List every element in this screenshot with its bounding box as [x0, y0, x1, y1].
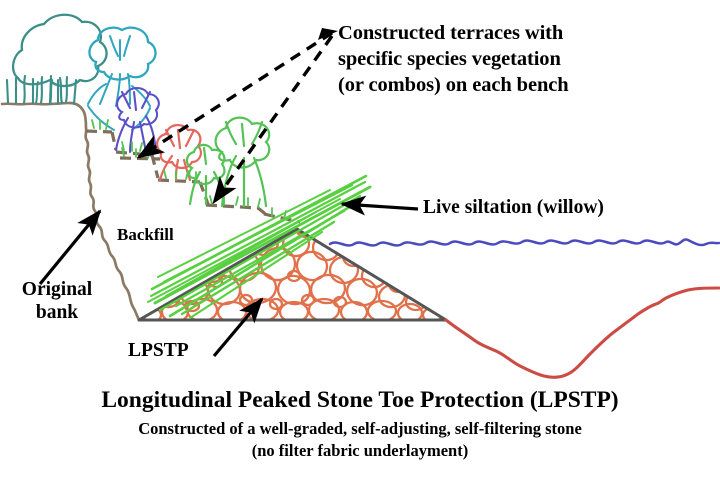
callout-constructed-terraces: Constructed terraces with specific speci…	[338, 22, 569, 97]
live-siltation-willow-stems	[147, 174, 372, 320]
caption-subtitle-line-1: Constructed of a well-graded, self-adjus…	[138, 419, 582, 439]
channel-bed-line	[444, 286, 720, 379]
vegetation-teal-trees	[11, 13, 157, 131]
leader-arrows	[38, 195, 419, 358]
original-bank-arrow	[38, 209, 102, 286]
label-backfill: Backfill	[117, 225, 174, 244]
caption-title: Longitudinal Peaked Stone Toe Protection…	[101, 387, 619, 413]
original-bank-profile	[0, 74, 141, 322]
constructed-terrace-benches	[85, 129, 301, 224]
water-surface-line	[328, 238, 720, 247]
vegetation-purple-shrub	[114, 86, 160, 154]
live-siltation-arrow	[340, 195, 419, 216]
label-original-bank: Original bank	[21, 279, 93, 324]
label-live-siltation: Live siltation (willow)	[423, 197, 604, 218]
diagram-caption: Longitudinal Peaked Stone Toe Protection…	[0, 386, 720, 461]
terrace-callout-leaders	[136, 31, 334, 205]
caption-subtitle-line-2: (no filter fabric underlayment)	[251, 440, 469, 460]
vegetation-green-shrubs	[185, 116, 271, 208]
label-lpstp: LPSTP	[128, 340, 189, 361]
lpstp-arrow	[212, 297, 264, 358]
terrace-callout-arrowhead-top	[318, 28, 338, 40]
